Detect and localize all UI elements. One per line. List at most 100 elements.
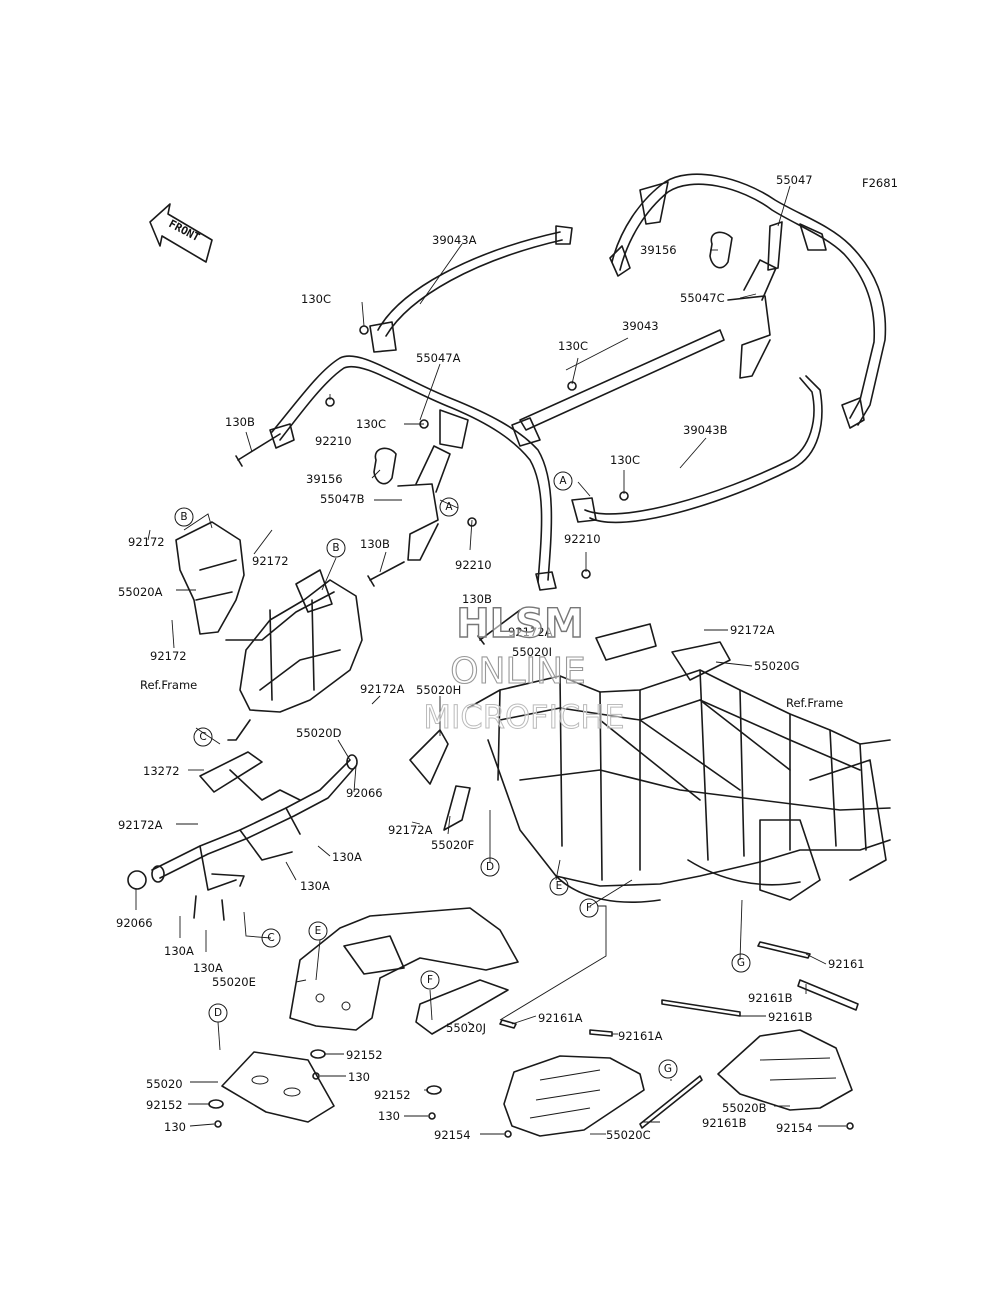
label-92161: 92161: [828, 957, 865, 971]
label-130A-3: 130A: [164, 944, 194, 958]
callout-E-2: [308, 921, 328, 941]
cap-92066-left: [127, 870, 147, 890]
label-55020F: 55020F: [431, 838, 474, 852]
label-92172A-5: 92172A: [388, 823, 433, 837]
cross-bar-39043: [511, 329, 725, 447]
lower-bar-39043B: [571, 375, 823, 524]
label-55020E: 55020E: [212, 975, 256, 989]
front-arrow: FRONT: [149, 203, 213, 263]
label-55020G: 55020G: [754, 659, 800, 673]
label-130B-1: 130B: [225, 415, 255, 429]
label-55020C: 55020C: [606, 1128, 651, 1142]
watermark-line-2: ONLINE: [450, 651, 586, 692]
cover-55020G: [671, 641, 731, 681]
main-frame: [467, 669, 891, 903]
callout-A-2: [439, 497, 459, 517]
part-labels: F2681 55047 39043A 39156 55047C 130C 390…: [116, 173, 898, 1142]
callout-F-1-text: F: [586, 902, 592, 914]
bumper-55020D: [151, 754, 358, 921]
covers: [409, 623, 731, 831]
cover-55020I: [595, 623, 657, 661]
callout-C-2: [261, 928, 281, 948]
label-130C-1: 130C: [301, 292, 331, 306]
front-label: FRONT: [167, 217, 203, 244]
bracket-55047B: [397, 445, 451, 561]
label-92172A-2: 92172A: [730, 623, 775, 637]
label-55020: 55020: [146, 1077, 183, 1091]
label-55020H: 55020H: [416, 683, 461, 697]
bracket-55047C: [727, 259, 777, 379]
label-130A-1: 130A: [332, 850, 362, 864]
skid-plate-55020J: [415, 979, 509, 1035]
callout-B-2-text: B: [332, 542, 339, 554]
label-130C-4: 130C: [610, 453, 640, 467]
roll-cage-front-55047A: [269, 355, 557, 591]
clamp-39156-left: [373, 447, 397, 485]
callout-G-2-text: G: [664, 1063, 672, 1075]
callout-B-1: [174, 507, 194, 527]
callout-C-1: [193, 727, 213, 747]
label-39156-left: 39156: [306, 472, 343, 486]
callout-G-2: [658, 1059, 678, 1079]
label-55020B: 55020B: [722, 1101, 767, 1115]
upper-bar-39043A: [369, 225, 573, 353]
callout-C-1-text: C: [199, 731, 206, 743]
label-55020J: 55020J: [446, 1021, 486, 1035]
label-55020A: 55020A: [118, 585, 163, 599]
callout-E-1-text: E: [556, 880, 563, 892]
label-92172A-4: 92172A: [118, 818, 163, 832]
label-39043B: 39043B: [683, 423, 728, 437]
label-92161B-2: 92161B: [768, 1010, 813, 1024]
front-frame-left: [175, 521, 363, 741]
label-130-1: 130: [348, 1070, 370, 1084]
label-130A-2: 130A: [300, 879, 330, 893]
label-92161B-1: 92161B: [748, 991, 793, 1005]
callout-D-2: [208, 1003, 228, 1023]
label-92172-2: 92172: [252, 554, 289, 568]
callout-G-1: [731, 953, 751, 973]
bracket-13272: [199, 751, 263, 793]
callout-G-1-text: G: [737, 957, 745, 969]
label-13272: 13272: [143, 764, 180, 778]
label-92152-1: 92152: [346, 1048, 383, 1062]
label-130B-2: 130B: [360, 537, 390, 551]
label-55047C: 55047C: [680, 291, 725, 305]
callout-D-2-text: D: [214, 1007, 222, 1019]
callout-F-1: [579, 898, 599, 918]
callout-F-2-text: F: [427, 974, 433, 986]
label-130B-3: 130B: [462, 592, 492, 606]
label-130A-4: 130A: [193, 961, 223, 975]
label-92154-1: 92154: [434, 1128, 471, 1142]
callout-B-1-text: B: [180, 511, 187, 523]
roll-cage-rear: [609, 173, 887, 429]
label-92154-2: 92154: [776, 1121, 813, 1135]
callout-E-1: [549, 876, 569, 896]
label-92066-2: 92066: [116, 916, 153, 930]
label-92161A-1: 92161A: [538, 1011, 583, 1025]
hardware-bottom: [208, 1049, 854, 1138]
label-92172A-3: 92172A: [360, 682, 405, 696]
skid-plate-55020C: [503, 1055, 645, 1137]
figure-code: F2681: [862, 176, 898, 190]
watermark: HLSM ONLINE MICROFICHE: [423, 600, 625, 736]
label-55020D: 55020D: [296, 726, 342, 740]
label-92152-2: 92152: [374, 1088, 411, 1102]
callout-A-2-text: A: [445, 501, 453, 513]
callouts: A A B B C C D D E E F F G G: [174, 471, 751, 1079]
callout-C-2-text: C: [267, 932, 274, 944]
strips: [499, 941, 859, 1129]
callout-F-2: [420, 970, 440, 990]
cover-55020H: [409, 729, 449, 785]
watermark-line-1: HLSM: [456, 601, 584, 647]
label-92172-1: 92172: [128, 535, 165, 549]
label-92161A-2: 92161A: [618, 1029, 663, 1043]
watermark-line-3: MICROFICHE: [423, 698, 624, 736]
label-92161B-3: 92161B: [702, 1116, 747, 1130]
clamp-39156-right: [709, 231, 733, 269]
label-55047A: 55047A: [416, 351, 461, 365]
label-55047: 55047: [776, 173, 813, 187]
label-130C-3: 130C: [356, 417, 386, 431]
label-92066-1: 92066: [346, 786, 383, 800]
callout-A-1: [553, 471, 573, 491]
